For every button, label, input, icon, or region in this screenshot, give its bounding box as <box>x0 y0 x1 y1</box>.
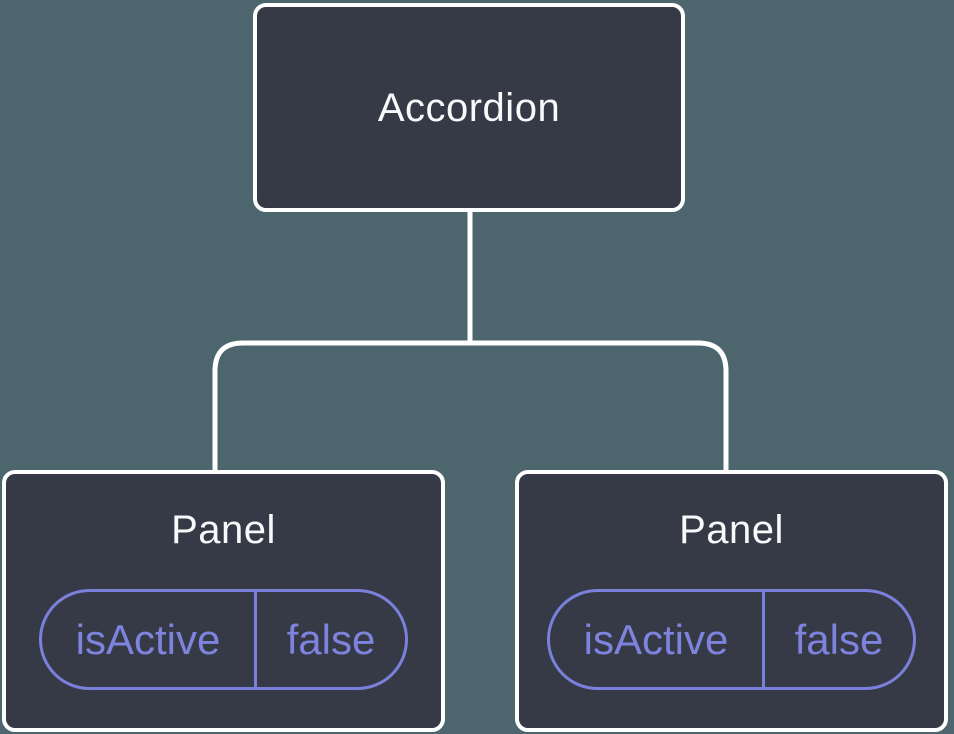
node-panel-left: Panel isActive false <box>2 470 445 732</box>
state-value: false <box>286 615 376 663</box>
accordion-label: Accordion <box>377 85 561 130</box>
panel-left-label: Panel <box>171 508 276 552</box>
connector-bracket <box>212 340 729 470</box>
state-value: false <box>794 615 884 663</box>
panel-right-label: Panel <box>679 508 784 552</box>
node-accordion: Accordion <box>253 3 685 212</box>
panel-right-state-pill: isActive false <box>547 589 916 690</box>
state-key: isActive <box>550 592 765 687</box>
node-panel-right: Panel isActive false <box>515 470 948 732</box>
panel-left-state-pill: isActive false <box>39 589 408 690</box>
state-key: isActive <box>42 592 257 687</box>
